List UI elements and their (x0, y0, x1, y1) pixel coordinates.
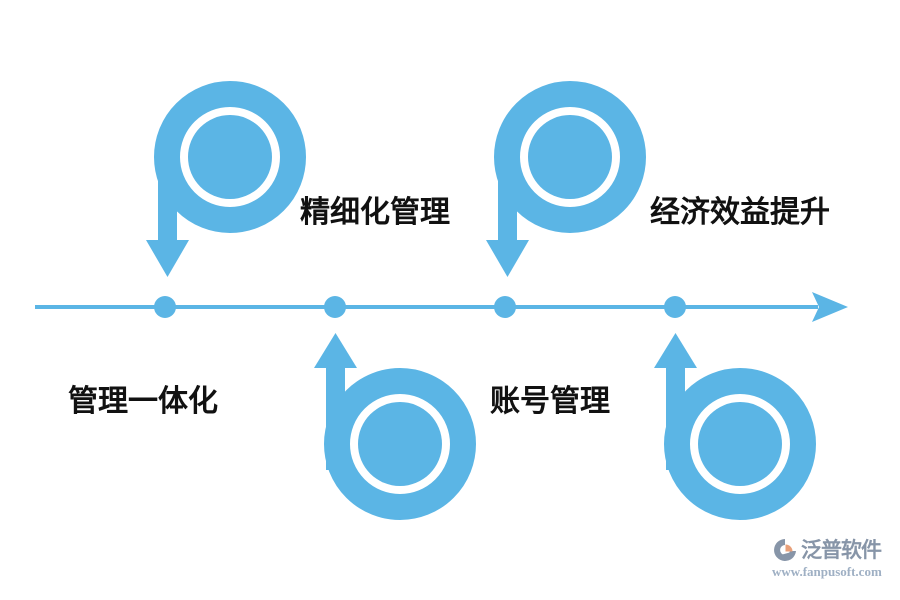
b-shaped-up-arrow-loop-icon-2 (654, 333, 816, 520)
p-shaped-down-arrow-loop-icon-2 (486, 81, 646, 277)
fanpu-swoosh-logo-icon (774, 539, 796, 561)
timeline-node-3[interactable] (494, 296, 516, 318)
timeline-node-1[interactable] (154, 296, 176, 318)
watermark-url: www.fanpusoft.com (772, 564, 882, 579)
milestone-label-4: 经济效益提升 (650, 196, 830, 229)
b-shaped-up-arrow-loop-icon-1 (314, 333, 476, 520)
p-shaped-down-arrow-loop-icon-1 (146, 81, 306, 277)
milestone-label-2: 精细化管理 (300, 196, 450, 229)
milestone-label-3: 账号管理 (490, 385, 610, 418)
milestone-label-1: 管理一体化 (68, 385, 218, 418)
watermark: 泛普软件 www.fanpusoft.com (772, 538, 892, 590)
timeline-node-2[interactable] (324, 296, 346, 318)
timeline-node-4[interactable] (664, 296, 686, 318)
axis-arrowhead-icon (812, 292, 848, 322)
watermark-brand-row: 泛普软件 (772, 538, 882, 562)
watermark-brand-name: 泛普软件 (801, 538, 882, 562)
